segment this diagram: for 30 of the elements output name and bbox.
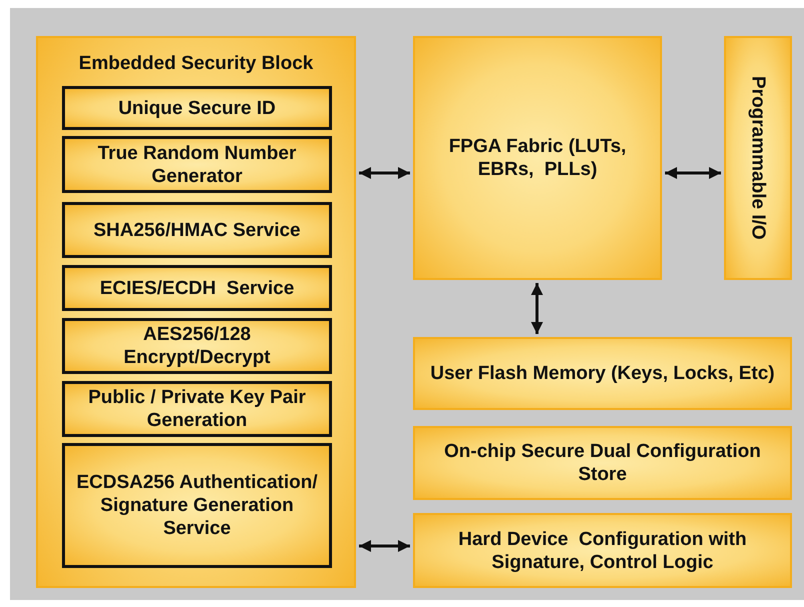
block-box (724, 36, 792, 280)
block-label: User Flash Memory (Keys, Locks, Etc) (430, 362, 775, 385)
block-label: ECIES/ECDH Service (100, 276, 294, 300)
double-arrow (531, 283, 543, 334)
block-label: ECDSA256 Authentication/ Signature Generation Service (75, 471, 319, 540)
double-arrow (359, 167, 410, 179)
function-box (62, 86, 332, 130)
double-arrow (359, 540, 410, 552)
block-box (413, 513, 792, 588)
block-box (36, 36, 356, 588)
block-label: Programmable I/O (746, 76, 770, 240)
block-label: AES256/128 Encrypt/Decrypt (122, 323, 272, 369)
function-box (62, 265, 332, 311)
block-box (413, 36, 662, 280)
function-box (62, 381, 332, 437)
block-label: FPGA Fabric (LUTs, EBRs, PLLs) (448, 135, 628, 181)
block-box (413, 426, 792, 500)
block-label: On-chip Secure Dual Configuration Store (443, 440, 762, 486)
block-label: Public / Private Key Pair Generation (87, 386, 307, 432)
block-label: Hard Device Configuration with Signature, Control Logic (457, 528, 748, 574)
function-box (62, 443, 332, 568)
function-box (62, 136, 332, 193)
function-box (62, 202, 332, 258)
double-arrow (665, 167, 721, 179)
block-label: SHA256/HMAC Service (94, 218, 300, 242)
block-label: True Random Number Generator (96, 142, 298, 188)
block-heading: Embedded Security Block (78, 52, 314, 75)
block-label: Unique Secure ID (118, 96, 276, 120)
block-box (413, 337, 792, 410)
function-box (62, 318, 332, 374)
